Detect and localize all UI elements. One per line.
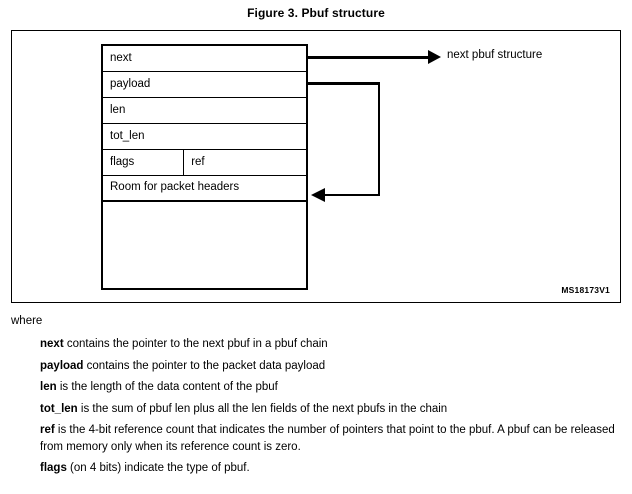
payload-pointer-line-top (308, 82, 380, 85)
figure-watermark: MS18173V1 (561, 285, 610, 295)
definition-term: len (40, 381, 57, 393)
struct-field-label-packet-headers: Room for packet headers (110, 181, 240, 194)
definition-term: payload (40, 359, 84, 372)
struct-row-flags-ref: flags ref (103, 150, 306, 176)
struct-row-packet-headers: Room for packet headers (103, 176, 306, 202)
definition-item: len is the length of the data content of… (40, 379, 625, 396)
struct-row-next: next (103, 46, 306, 72)
next-pbuf-structure-label: next pbuf structure (447, 49, 543, 61)
struct-field-label-flags: flags (110, 155, 135, 168)
struct-row-data-area (103, 202, 306, 285)
definition-term: next (40, 338, 64, 350)
definition-item: ref is the 4-bit reference count that in… (40, 422, 625, 455)
struct-cell-flags: flags (103, 150, 185, 175)
definition-text: contains the pointer to the next pbuf in… (63, 338, 328, 350)
next-pointer-arrowhead-icon (428, 50, 441, 64)
struct-row-tot-len: tot_len (103, 124, 306, 150)
definition-text: (on 4 bits) indicate the type of pbuf. (66, 462, 250, 474)
struct-row-len: len (103, 98, 306, 124)
definition-text: contains the pointer to the packet data … (83, 359, 326, 372)
struct-row-payload: payload (103, 72, 306, 98)
payload-pointer-line-vertical (377, 82, 380, 196)
struct-field-label-payload: payload (110, 77, 151, 90)
payload-pointer-arrowhead-icon (311, 188, 325, 202)
definition-term: tot_len (40, 402, 78, 415)
struct-field-label-next: next (110, 51, 132, 64)
pbuf-struct-box: next payload len tot_len flags ref Room … (101, 44, 308, 290)
figure-title: Figure 3. Pbuf structure (247, 6, 385, 20)
definition-term: flags (40, 462, 67, 474)
struct-field-label-len: len (110, 103, 126, 116)
next-pointer-line (308, 56, 431, 59)
definition-text: is the length of the data content of the… (56, 381, 278, 393)
definition-item: payload contains the pointer to the pack… (40, 358, 625, 375)
definition-item: tot_len is the sum of pbuf len plus all … (40, 401, 625, 418)
definition-term: ref (40, 424, 55, 436)
struct-field-label-tot-len: tot_len (110, 129, 145, 142)
definition-text: is the sum of pbuf len plus all the len … (77, 402, 448, 415)
where-label: where (11, 315, 43, 327)
struct-cell-ref: ref (184, 150, 306, 175)
definition-list: next contains the pointer to the next pb… (40, 336, 625, 482)
payload-pointer-line-bottom (325, 193, 380, 196)
struct-field-label-ref: ref (191, 155, 205, 168)
definition-item: next contains the pointer to the next pb… (40, 336, 625, 353)
definition-item: flags (on 4 bits) indicate the type of p… (40, 460, 625, 477)
definition-text: is the 4-bit reference count that indica… (40, 424, 615, 453)
